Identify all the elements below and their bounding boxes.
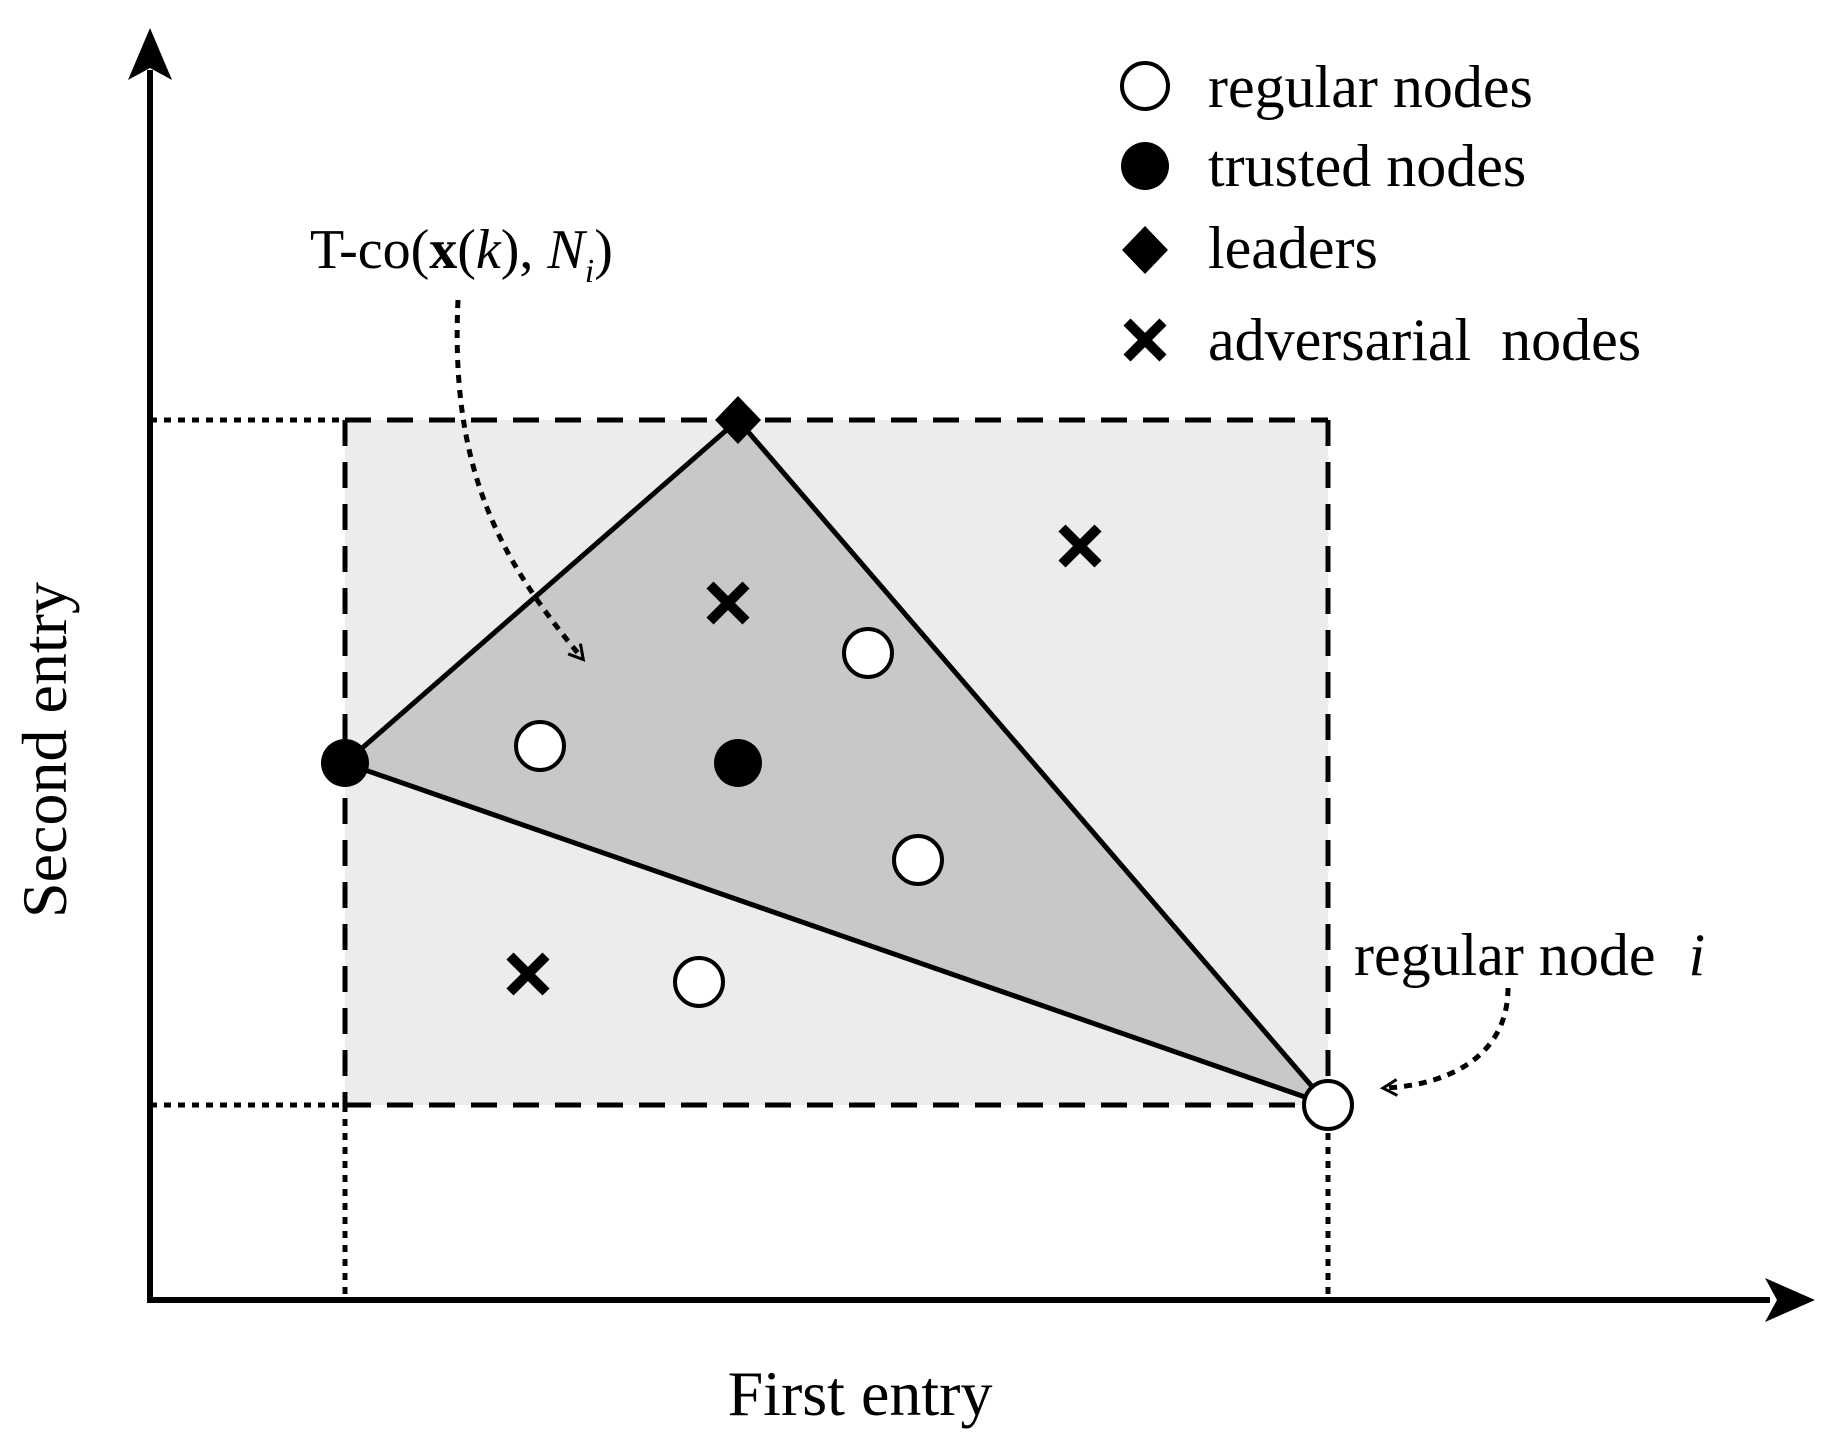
leader-node [715,396,761,444]
adversarial-node [706,581,750,625]
regular-node [892,834,944,886]
hull-annotation-label: T-co(x(k), Ni) [310,219,613,290]
trusted-node [714,739,762,787]
legend-label-regular: regular nodes [1208,54,1533,120]
legend: regular nodes trusted nodes leaders adve… [1120,54,1641,373]
regular-node [673,956,725,1008]
diamond-icon [1122,226,1168,274]
adversarial-nodes [506,524,1102,996]
legend-label-adversarial: adversarial nodes [1208,307,1641,373]
regular-node-i [1302,1079,1354,1131]
adversarial-node [506,952,550,996]
regular-node [842,627,894,679]
convex-hull-triangle [342,417,1331,1108]
legend-label-trusted: trusted nodes [1208,133,1526,199]
x-axis-label: First entry [728,1358,993,1429]
projection-dotted-lines [150,417,1331,1300]
adversarial-node [1058,524,1102,568]
hull-annotation-arrow [454,299,586,662]
trusted-node [321,739,369,787]
y-axis-label: Second entry [9,582,80,918]
node-i-annotation-label: regular node i [1354,922,1705,988]
node-annotation-arrow [1379,987,1511,1097]
regular-nodes [514,627,1354,1131]
trusted-nodes [321,739,762,787]
cross-icon [1123,318,1167,362]
axes [128,28,1815,1322]
filled-circle-icon [1121,142,1169,190]
open-circle-icon [1120,61,1170,111]
legend-label-leaders: leaders [1208,215,1378,281]
x-axis-arrowhead [1765,1278,1815,1322]
y-axis-arrowhead [128,28,172,80]
regular-node [514,720,566,772]
